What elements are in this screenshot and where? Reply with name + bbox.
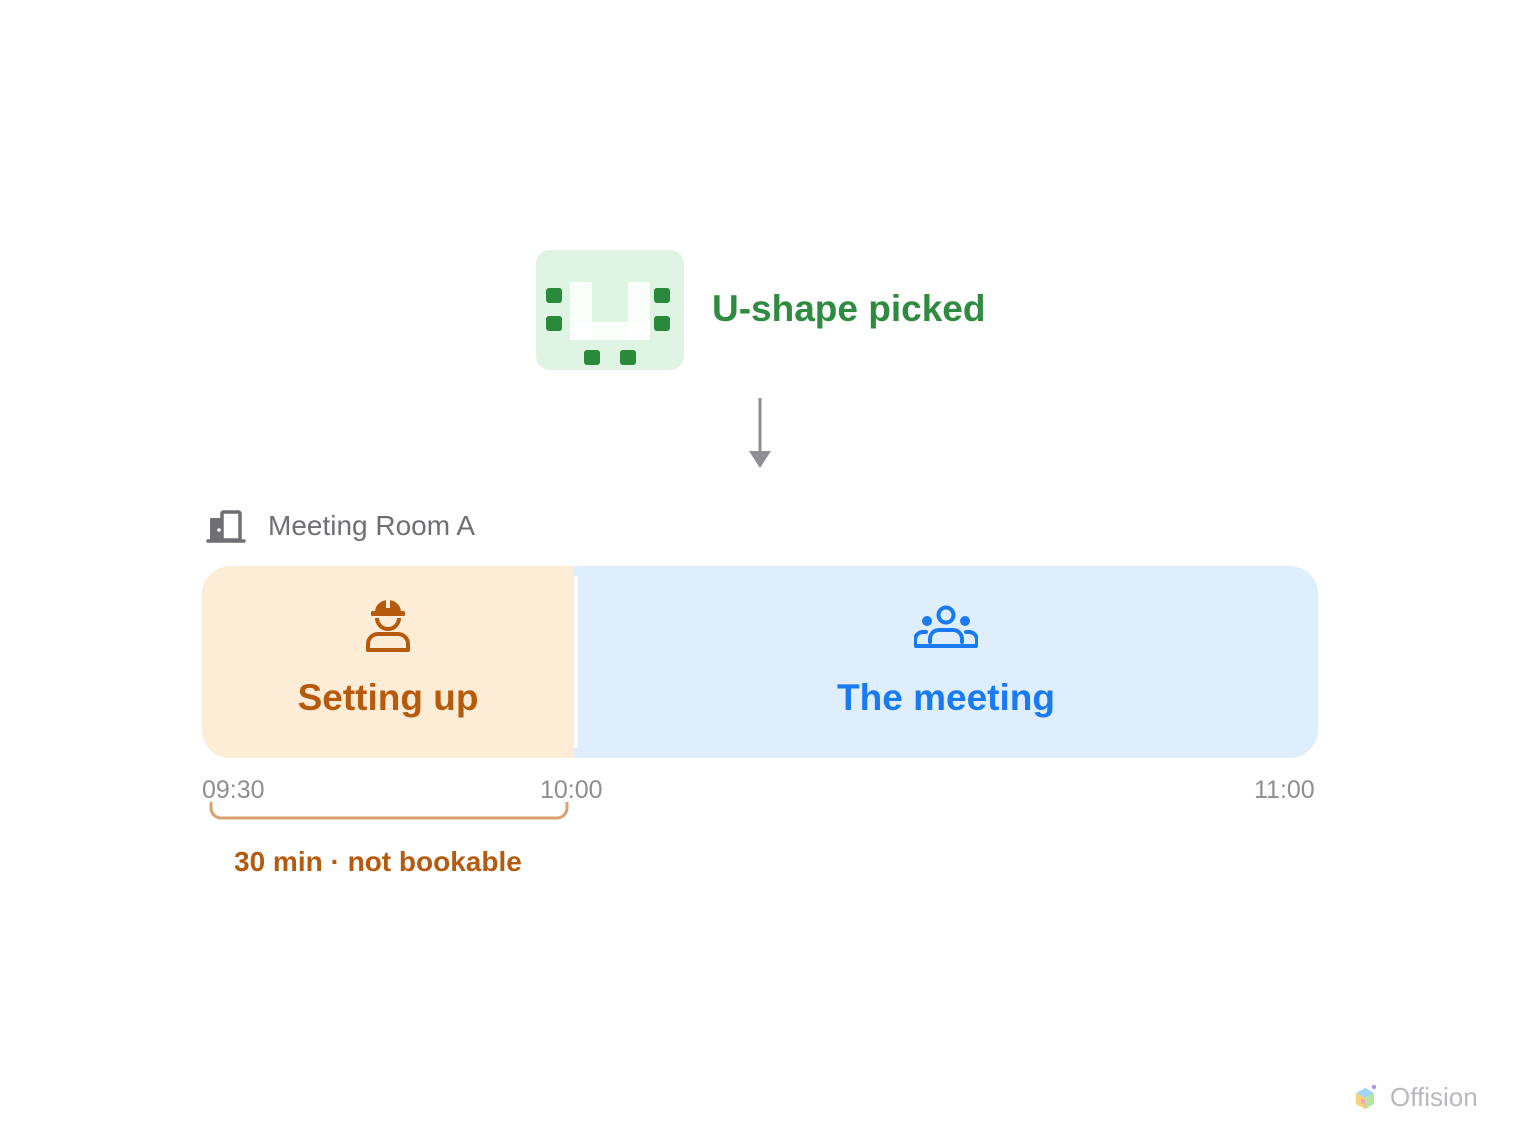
setup-label: Setting up [297,677,479,718]
worker-hardhat-icon [366,599,410,652]
u-shape-table-icon [546,282,670,365]
u-shape-layout-tile [536,250,684,370]
setup-segment: Setting up [202,566,574,758]
time-tick-meeting-start: 10:00 [540,776,603,804]
down-arrow-icon [749,398,771,468]
time-tick-end: 11:00 [1254,776,1315,804]
room-name: Meeting Room A [268,510,475,541]
booking-timeline: Setting up The meeting [202,566,1318,758]
layout-picked-label: U-shape picked [712,288,986,329]
offision-logo-icon [1356,1084,1377,1109]
buffer-bracket [209,802,569,820]
door-icon [206,510,246,543]
segment-divider [574,576,578,748]
meeting-segment: The meeting [578,566,1318,758]
brand-name: Offision [1390,1082,1478,1112]
time-tick-start: 09:30 [202,776,265,804]
buffer-note: 30 min · not bookable [234,846,522,877]
group-icon [914,605,978,648]
meeting-label: The meeting [837,677,1055,718]
